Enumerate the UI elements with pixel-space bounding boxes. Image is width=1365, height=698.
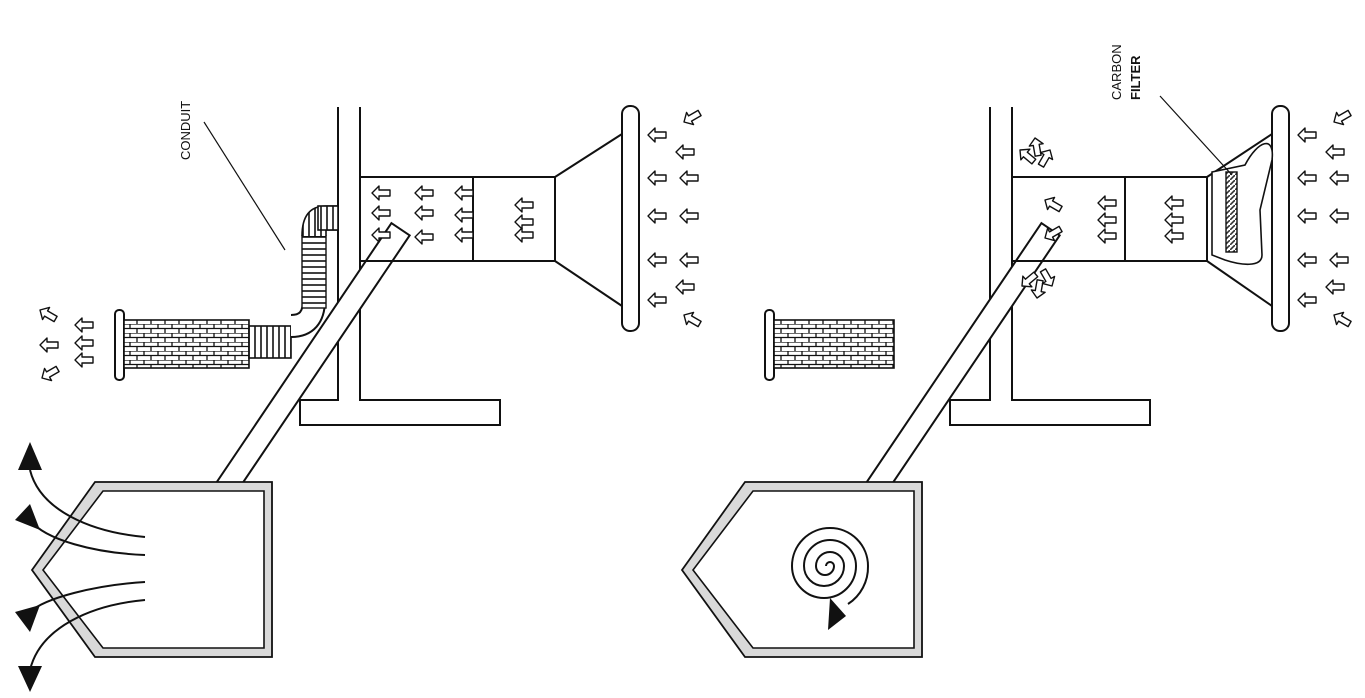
swirl-icon [790,527,870,605]
exhaust-arrows-left [35,303,94,385]
intake-arrows-right [1297,106,1354,331]
wall-structure [299,107,501,426]
cabinet-right [680,481,923,658]
cabinet-left [15,442,273,692]
hood-arrows-right [1040,193,1184,245]
ducted-hood-panel: CONDUIT [15,101,704,692]
filter-leader [1159,95,1233,176]
hood-body-left [359,105,640,332]
flex-conduit [248,205,339,359]
intake-arrows-left [647,106,704,331]
carbon-filter [1211,142,1274,266]
conduit-leader [203,121,286,251]
brick-duct [123,319,250,369]
carbon-label: CARBON [1109,44,1124,100]
wall-structure-right [949,107,1151,426]
filter-label: FILTER [1128,55,1143,100]
wall-cap-left [114,309,250,381]
brick-duct-right [773,319,895,369]
conduit-label: CONDUIT [178,101,193,160]
recirculating-hood-panel: CARBON FILTER [680,44,1354,658]
hood-body-right [1011,105,1290,332]
wall-cap-right [764,309,895,381]
